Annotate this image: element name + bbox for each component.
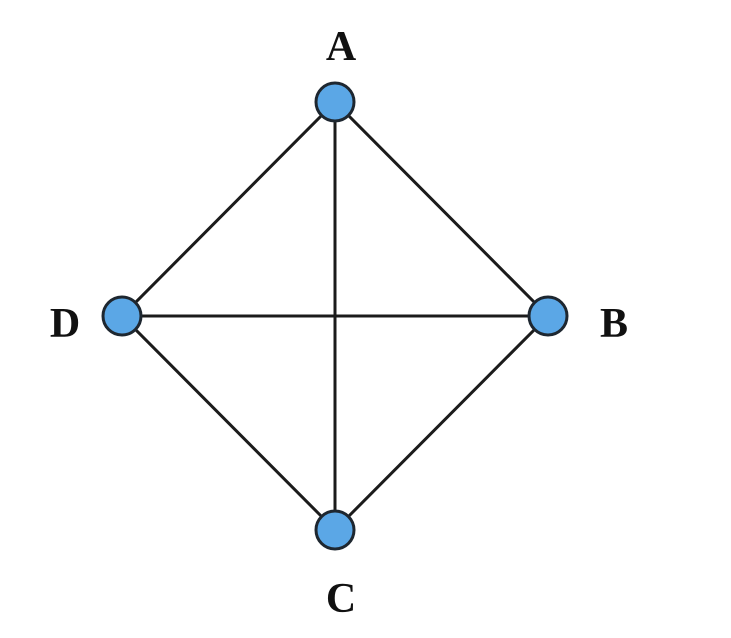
node-c — [314, 509, 356, 551]
labels-layer: A B C D — [50, 24, 628, 622]
edge-b-c — [333, 314, 550, 532]
node-a — [314, 81, 356, 123]
node-d — [101, 295, 143, 337]
edge-a-b — [333, 100, 550, 318]
node-label-c: C — [326, 576, 356, 622]
edge-a-d — [120, 100, 337, 318]
node-b — [527, 295, 569, 337]
edges-layer — [120, 100, 550, 532]
nodes-layer — [101, 81, 569, 551]
node-label-d: D — [50, 301, 80, 347]
edge-c-d — [120, 314, 337, 532]
node-label-b: B — [600, 301, 628, 347]
node-label-a: A — [326, 24, 357, 70]
